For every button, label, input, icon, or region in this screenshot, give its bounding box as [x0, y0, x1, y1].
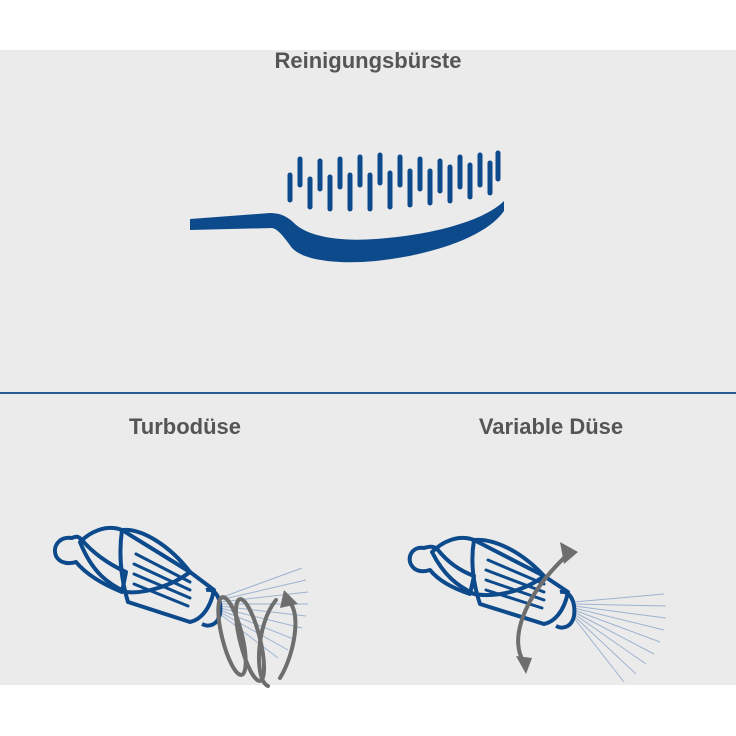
variable-nozzle-title: Variable Düse	[478, 414, 624, 439]
variable-nozzle-icon	[407, 535, 667, 683]
section-divider	[0, 392, 736, 394]
accessory-panel: Reinigungsbürste Turbodüse Variable Düse	[0, 48, 736, 688]
brush-title: Reinigungsbürste	[274, 48, 462, 73]
turbo-nozzle-icon	[53, 525, 309, 688]
brush-icon	[190, 150, 504, 263]
turbo-nozzle-title: Turbodüse	[128, 414, 242, 439]
